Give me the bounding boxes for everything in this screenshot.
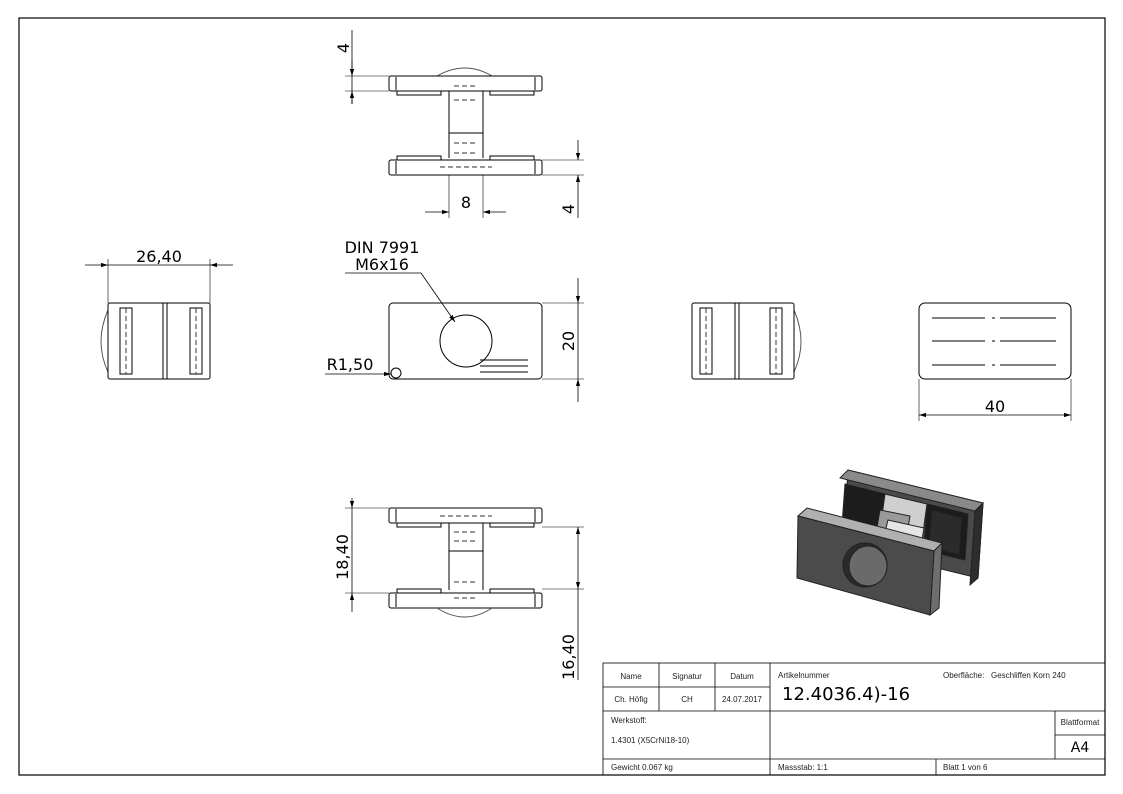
dim-corner-radius: R1,50 bbox=[327, 355, 374, 374]
dim-web-thickness: 8 bbox=[461, 193, 471, 212]
dim-top-flange-thickness: 4 bbox=[334, 43, 353, 53]
label-article-number: Artikelnummer bbox=[778, 671, 830, 680]
signature-value: CH bbox=[681, 695, 693, 704]
isometric-view bbox=[796, 469, 984, 617]
dim-bottom-height: 18,40 bbox=[333, 534, 352, 580]
dim-top-gap: 4 bbox=[559, 204, 578, 214]
dim-front-height: 20 bbox=[559, 331, 578, 351]
length-view bbox=[918, 302, 1072, 421]
label-date: Datum bbox=[730, 672, 754, 681]
front-view bbox=[325, 272, 584, 402]
scale-value: Massstab: 1:1 bbox=[778, 763, 828, 772]
title-block bbox=[602, 662, 1106, 776]
bottom-view bbox=[345, 498, 584, 680]
screw-spec-line1: DIN 7991 bbox=[345, 238, 420, 257]
drawing-border bbox=[18, 17, 1106, 776]
sheet-number-value: Blatt 1 von 6 bbox=[943, 763, 988, 772]
label-sheet-format: Blattformat bbox=[1061, 718, 1100, 727]
dim-bottom-overall: 16,40 bbox=[559, 634, 578, 680]
left-side-view bbox=[85, 259, 233, 380]
label-name: Name bbox=[620, 672, 642, 681]
label-signature: Signatur bbox=[672, 672, 702, 681]
article-number-value: 12.4036.4⁠)-16 bbox=[782, 684, 910, 705]
dim-left-width: 26,40 bbox=[136, 247, 182, 266]
date-value: 24.07.2017 bbox=[722, 695, 763, 704]
material-value: 1.4301 (X5CrNi18-10) bbox=[611, 736, 690, 745]
sheet-format-value: A4 bbox=[1071, 740, 1090, 756]
surface-value: Geschliffen Korn 240 bbox=[991, 671, 1066, 680]
name-value: Ch. Höfig bbox=[614, 695, 647, 704]
dim-length: 40 bbox=[985, 397, 1005, 416]
right-side-view bbox=[691, 302, 802, 380]
top-view bbox=[345, 30, 584, 218]
label-material: Werkstoff: bbox=[611, 716, 647, 725]
weight-value: Gewicht 0.067 kg bbox=[611, 763, 673, 772]
screw-spec-line2: M6x16 bbox=[355, 255, 409, 274]
label-surface: Oberfläche: bbox=[943, 671, 984, 680]
